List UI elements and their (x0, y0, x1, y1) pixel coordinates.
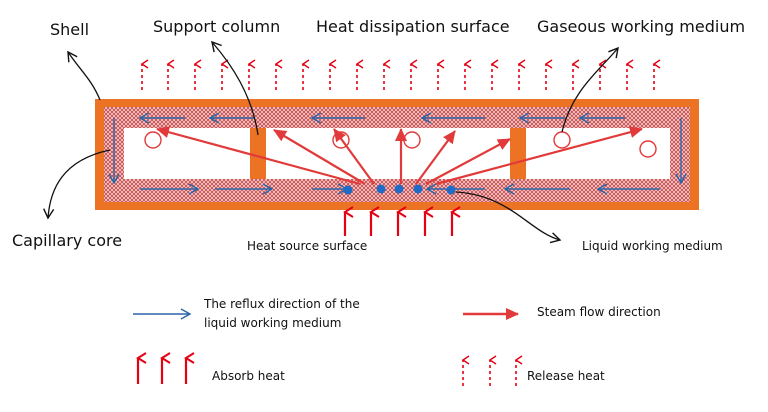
label-support-column: Support column (153, 17, 280, 36)
leader-liquid (455, 191, 562, 244)
label-capillary-core: Capillary core (12, 231, 122, 250)
legend-reflux-line1: The reflux direction of the (203, 297, 360, 311)
leader-lines (43, 40, 619, 244)
liquid-dot (446, 185, 456, 195)
liquid-dot (394, 184, 404, 194)
leader-gaseous (561, 46, 619, 133)
leader-support-column (211, 40, 259, 136)
steam-arrow (273, 129, 366, 185)
steam-arrow (425, 138, 511, 185)
liquid-dot (413, 184, 423, 194)
legend-absorb-icon (136, 352, 195, 384)
liquid-dot (343, 185, 353, 195)
leader-capillary (43, 149, 111, 220)
legend-steam-flow: Steam flow direction (537, 305, 661, 319)
support-column-left (250, 128, 266, 179)
steam-flow-arrows (156, 126, 643, 186)
support-column-right (510, 128, 526, 179)
label-gaseous-working-medium: Gaseous working medium (537, 17, 745, 36)
label-shell: Shell (50, 20, 89, 39)
steam-arrow (435, 126, 643, 186)
release-heat-arrows (140, 59, 661, 90)
steam-arrow (415, 130, 456, 185)
legend-release-icon (461, 355, 523, 386)
gas-bubble (144, 131, 162, 149)
label-liquid-working-medium: Liquid working medium (582, 239, 723, 253)
liquid-dot (376, 184, 386, 194)
steam-arrow (333, 128, 375, 185)
liquid-dots (343, 184, 456, 195)
label-heat-source-surface: Heat source surface (247, 239, 367, 253)
vapor-chamber (124, 128, 670, 179)
label-heat-dissipation-surface: Heat dissipation surface (316, 17, 510, 36)
reflux-arrows (108, 112, 687, 195)
legend-absorb-heat: Absorb heat (212, 369, 285, 383)
gas-bubble (639, 140, 657, 158)
legend: The reflux direction of the liquid worki… (133, 297, 661, 386)
legend-reflux-line2: liquid working medium (204, 316, 341, 330)
legend-release-heat: Release heat (527, 369, 605, 383)
steam-arrow (156, 126, 361, 186)
absorb-heat-arrows (343, 206, 461, 236)
leader-shell (67, 50, 101, 101)
